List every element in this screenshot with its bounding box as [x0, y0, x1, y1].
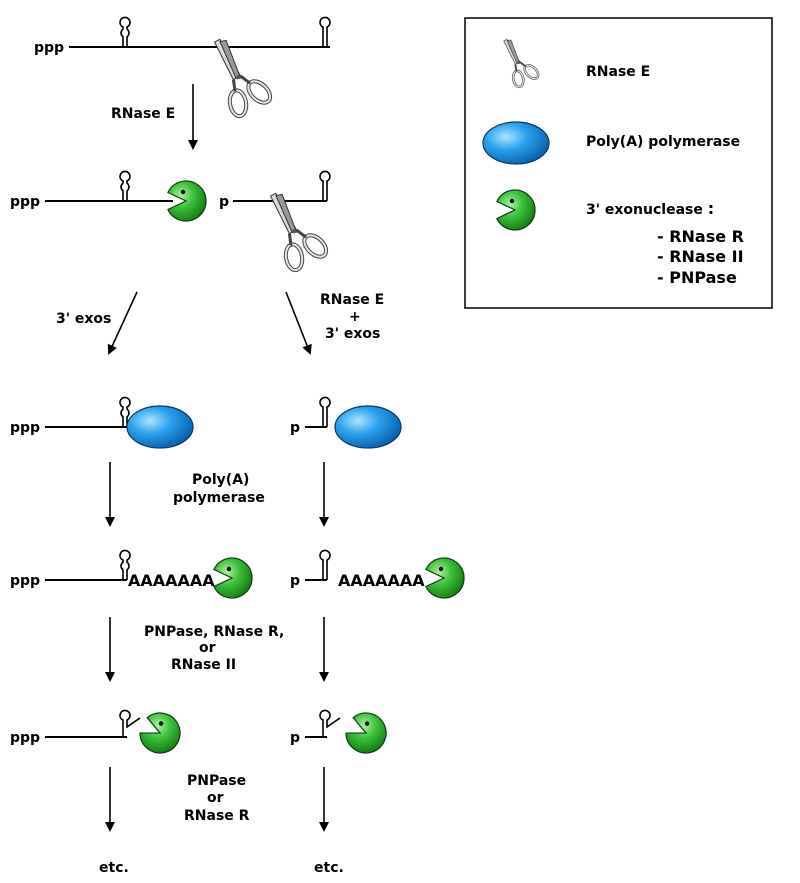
row3-left-ellipse-icon [126, 405, 194, 449]
row5-left: ppp [10, 706, 188, 761]
step-final-label-3: RNase R [184, 808, 250, 824]
row5-right: p [290, 706, 394, 761]
step-final-label-1: PNPase [187, 773, 246, 789]
legend-ellipse-icon [482, 121, 550, 165]
polya-tail-right: AAAAAAA [338, 571, 425, 590]
polya-tail-left: AAAAAAA [128, 571, 215, 590]
legend-box: RNase E Poly(A) polymerase 3' exonucleas… [464, 17, 773, 309]
legend-exo-item-rnase-r: - RNase R [657, 227, 744, 246]
end-label-ppp: ppp [10, 573, 40, 589]
row2-left-fragment: ppp [10, 170, 207, 222]
end-label-p: p [290, 420, 300, 436]
row5-right-pacman-icon [340, 706, 394, 761]
etc-left-label: etc. [99, 860, 129, 876]
row3-left: ppp [10, 396, 194, 449]
row2-right-fragment: p [219, 170, 335, 278]
legend-polya-label: Poly(A) polymerase [586, 134, 740, 150]
legend-exo-item-pnpase: - PNPase [657, 268, 737, 287]
end-label-p: p [290, 730, 300, 746]
step-exos-right-label-3: 3' exos [325, 326, 380, 342]
end-label-ppp: ppp [34, 40, 64, 56]
row5-left-pacman-icon [134, 706, 188, 761]
legend-rnase-e-label: RNase E [586, 64, 650, 80]
row4-left-pacman-icon [213, 557, 253, 599]
step-exos-left-label: 3' exos [56, 311, 111, 327]
step-deg-label-1: PNPase, RNase R, [144, 624, 284, 640]
step-deg-label-3: RNase II [171, 657, 236, 673]
step-deg-label-2: or [199, 640, 216, 656]
row4-right: p AAAAAAA [290, 549, 465, 599]
step-rnase-e-label: RNase E [111, 106, 175, 122]
legend-exo-item-rnase-ii: - RNase II [657, 247, 744, 266]
step-polya-label-1: Poly(A) [192, 472, 249, 488]
step-polya-label-2: polymerase [173, 490, 265, 506]
etc-right-label: etc. [314, 860, 344, 876]
step-exos-right-label-1: RNase E [320, 292, 384, 308]
row1-transcript: ppp [34, 16, 331, 124]
end-label-ppp: ppp [10, 420, 40, 436]
row3-right: p [290, 396, 402, 449]
row2-scissors-icon [251, 181, 335, 278]
end-label-ppp: ppp [10, 194, 40, 210]
row4-left: ppp AAAAAAA [10, 549, 253, 599]
end-label-p: p [290, 573, 300, 589]
row3-right-ellipse-icon [334, 405, 402, 449]
step-exos-right-label-2: + [349, 309, 361, 325]
row4-right-pacman-icon [425, 557, 465, 599]
end-label-ppp: ppp [10, 730, 40, 746]
legend-exo-title: 3' exonuclease : [586, 199, 714, 218]
step-final-label-2: or [207, 790, 224, 806]
row2-pacman-icon [167, 180, 207, 222]
end-label-p: p [219, 194, 229, 210]
row1-scissors-icon [195, 27, 279, 124]
